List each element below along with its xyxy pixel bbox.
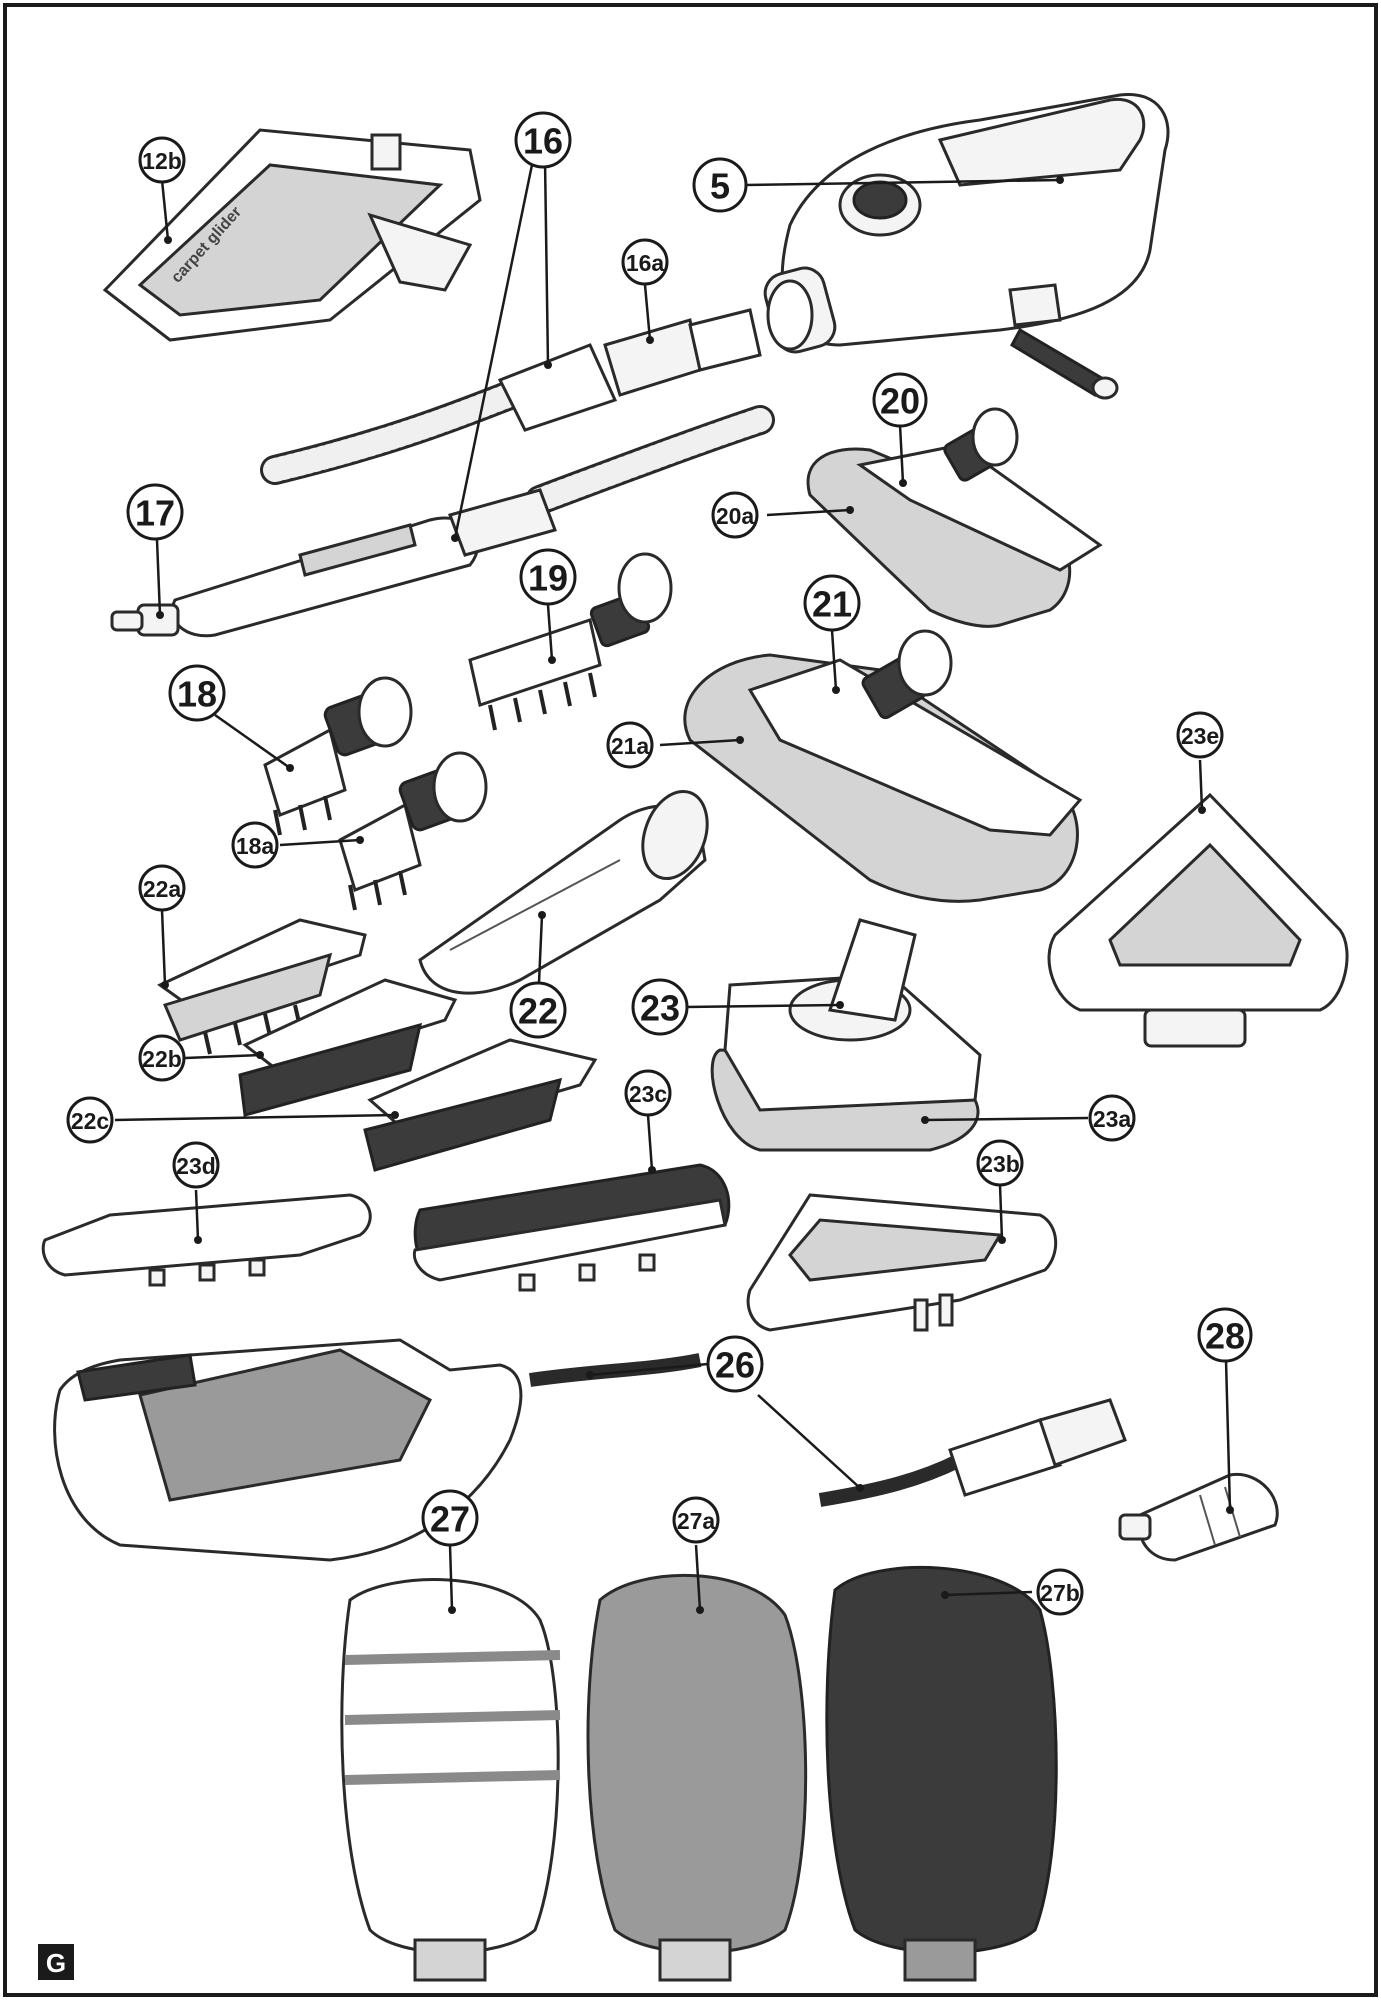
callout-27a: 27a	[672, 1496, 720, 1544]
callout-23e: 23e	[1176, 711, 1224, 759]
callout-26-label: 26	[715, 1345, 755, 1386]
callout-22a: 22a	[138, 864, 186, 912]
callout-18a: 18a	[231, 821, 279, 869]
part-16-steam-hose	[260, 308, 775, 515]
part-23-triangle-mop	[710, 918, 982, 1152]
callout-18a-label: 18a	[236, 833, 275, 859]
callout-27: 27	[421, 1489, 479, 1547]
callout-22: 22	[509, 981, 567, 1039]
callout-23c: 23c	[624, 1069, 672, 1117]
callout-23e-label: 23e	[1181, 723, 1219, 749]
part-26-steam-glove	[53, 1338, 1127, 1562]
figure-letter: G	[46, 1948, 66, 1978]
part-20-small-mop	[806, 407, 1103, 628]
part-5-handheld-steamer	[763, 92, 1170, 400]
part-22b-scrub-brush	[238, 978, 458, 1117]
callout-22c-label: 22c	[71, 1108, 110, 1134]
callout-21a-label: 21a	[611, 733, 650, 759]
part-27b-glove-cover	[825, 1565, 1058, 1982]
figure-letter-box: G	[38, 1944, 74, 1980]
leader-lines	[114, 159, 1234, 1614]
callout-28: 28	[1197, 1307, 1253, 1363]
part-12b-carpet-glider: carpet glider	[102, 128, 482, 342]
callout-26: 26	[706, 1335, 764, 1393]
callout-21a: 21a	[606, 721, 654, 769]
callout-22-label: 22	[518, 991, 558, 1032]
part-27-glove-cover	[340, 1578, 561, 1982]
callout-27-label: 27	[430, 1499, 470, 1540]
callout-12b: 12b	[138, 136, 186, 184]
callout-23c-label: 23c	[629, 1081, 668, 1107]
part-23d-plate	[41, 1193, 372, 1287]
callout-5: 5	[692, 157, 748, 213]
callout-16-label: 16	[523, 121, 563, 162]
callout-23d: 23d	[172, 1141, 220, 1189]
callout-27b: 27b	[1036, 1568, 1084, 1616]
callout-23a-label: 23a	[1093, 1106, 1132, 1132]
callout-22a-label: 22a	[143, 876, 182, 902]
part-19-detail-brush	[468, 552, 673, 731]
part-23e-triangle-frame	[1047, 792, 1349, 1048]
callout-20a: 20a	[711, 491, 759, 539]
callout-19-label: 19	[528, 558, 568, 599]
callout-23: 23	[631, 978, 689, 1036]
callout-21-label: 21	[812, 584, 852, 625]
callout-17: 17	[126, 483, 184, 541]
callout-16: 16	[514, 111, 572, 169]
part-21-large-mop	[683, 629, 1083, 903]
part-22c-scrub-brush	[363, 1038, 598, 1172]
callout-23d-label: 23d	[176, 1153, 216, 1179]
part-23c-bristle-strip	[412, 1163, 731, 1292]
callout-21: 21	[803, 574, 861, 632]
callout-12b-label: 12b	[142, 148, 182, 174]
callout-22b-label: 22b	[142, 1046, 182, 1072]
part-22-nozzle	[418, 789, 709, 995]
callout-20-label: 20	[880, 381, 920, 422]
figure-border	[3, 3, 1378, 1997]
callout-16a-label: 16a	[626, 250, 665, 276]
callout-20: 20	[872, 372, 928, 428]
callout-27a-label: 27a	[677, 1508, 716, 1534]
callout-22c: 22c	[66, 1096, 114, 1144]
callout-18-label: 18	[177, 674, 217, 715]
part-17-wand	[110, 488, 557, 638]
part-23b-triangle-plate	[746, 1193, 1058, 1332]
callout-16a: 16a	[621, 238, 669, 286]
callout-18: 18	[168, 664, 226, 722]
callout-22b: 22b	[138, 1034, 186, 1082]
callout-17-label: 17	[135, 493, 175, 534]
callout-19: 19	[519, 548, 577, 606]
part-28-adaptor	[1118, 1473, 1279, 1562]
callout-20a-label: 20a	[716, 503, 755, 529]
part-18-round-brush	[263, 676, 413, 836]
part-27a-glove-cover	[586, 1573, 808, 1982]
callout-27b-label: 27b	[1040, 1580, 1080, 1606]
callout-28-label: 28	[1205, 1316, 1245, 1357]
part-18a-round-brush	[338, 751, 488, 911]
callout-23b: 23b	[976, 1139, 1024, 1187]
callout-23-label: 23	[640, 988, 680, 1029]
callout-23b-label: 23b	[980, 1151, 1020, 1177]
callout-23a: 23a	[1088, 1094, 1136, 1142]
callout-5-label: 5	[710, 166, 730, 207]
